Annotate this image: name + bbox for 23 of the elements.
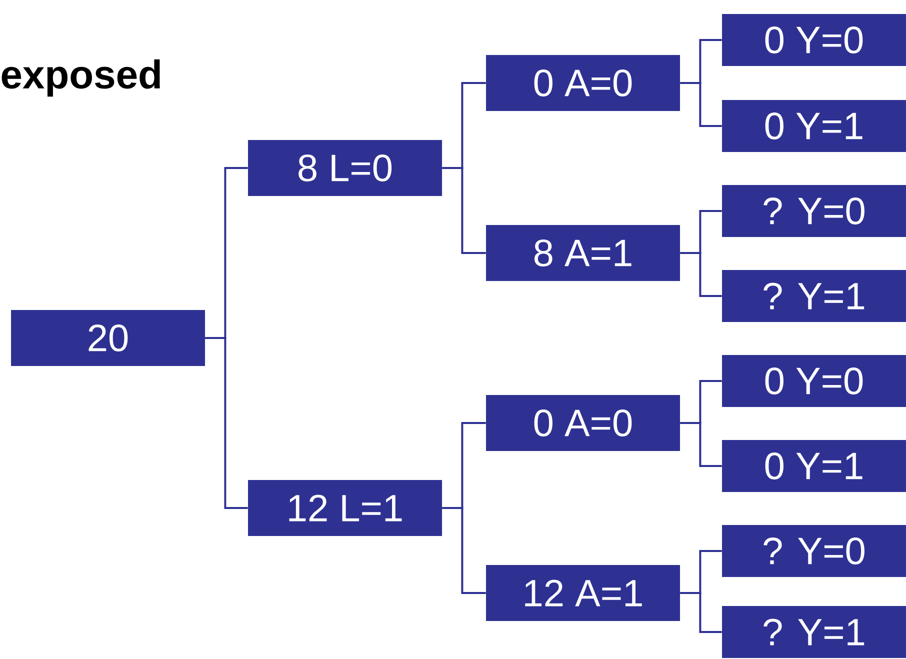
tree-box: 8 L=0 [248,140,442,196]
tree-box: ? Y=0 [722,185,906,237]
tree-box: ? Y=1 [722,270,906,322]
tree-box: 20 [11,310,205,366]
tree-box: 0 Y=0 [722,14,906,66]
tree-box: 12 L=1 [248,480,442,536]
tree-box: 0 A=0 [486,55,680,111]
title: exposed [2,59,160,97]
tree-box: 12 A=1 [486,564,680,621]
tree-box: 8 A=1 [486,225,680,281]
tree-box: 0 A=0 [486,395,680,451]
connector-line [205,337,248,509]
tree-box: 0 Y=0 [722,355,906,407]
connector-line [680,82,722,127]
tree-box: ? Y=1 [722,606,906,658]
connector-line [442,167,486,254]
connector-line [680,252,722,297]
tree-box: ? Y=0 [722,524,906,577]
connector-line [680,422,722,467]
connector-line [680,592,722,633]
tree-box: 0 Y=1 [722,440,906,492]
connector-line [442,506,486,594]
tree-box: 0 Y=1 [722,100,906,152]
